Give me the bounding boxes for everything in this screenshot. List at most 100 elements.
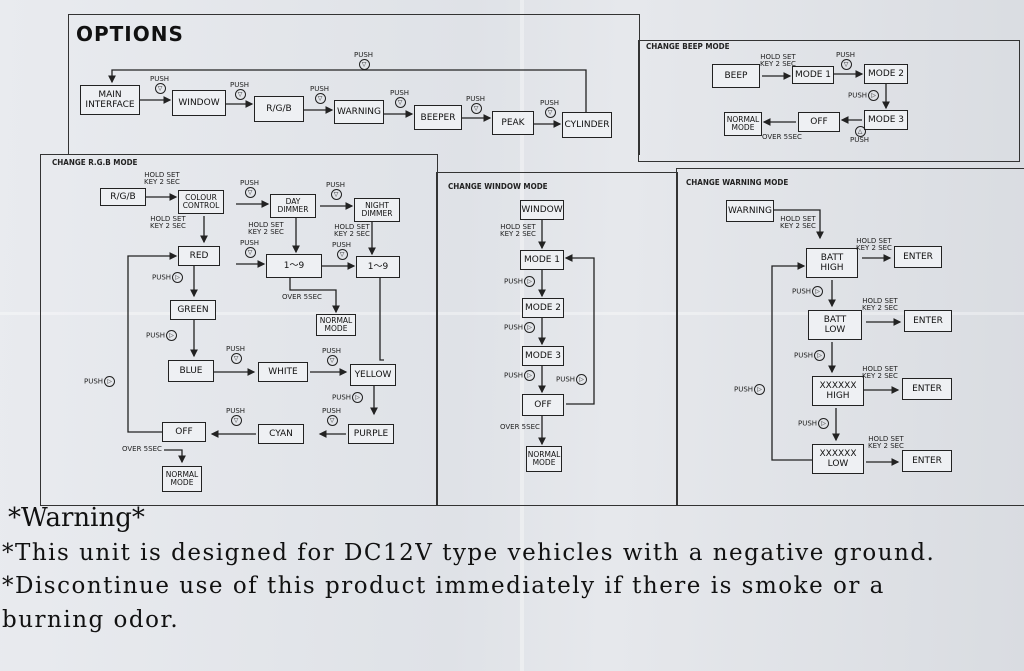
yellow-box: YELLOW <box>350 364 396 386</box>
push-label: PUSH▽ <box>226 345 246 364</box>
push-down-icon: ▽ <box>358 59 370 70</box>
hold-set-label: HOLD SET KEY 2 SEC <box>248 221 284 236</box>
push-down-icon: ▽ <box>336 249 348 260</box>
over-label: OVER 5SEC <box>500 423 540 431</box>
range2-box: 1～9 <box>356 256 400 278</box>
hold-set-label: HOLD SET KEY 2 SEC <box>862 297 898 312</box>
push-right-icon: ▷ <box>814 350 826 361</box>
window-normal-box: NORMAL MODE <box>526 446 562 472</box>
push-label: PUSH▷ <box>848 90 880 101</box>
push-right-icon: ▷ <box>868 90 880 101</box>
push-right-icon: ▷ <box>754 384 766 395</box>
window-mode3-box: MODE 3 <box>522 346 564 366</box>
push-label: PUSH▷ <box>504 370 536 381</box>
push-label: PUSH▽ <box>332 241 352 260</box>
day-dimmer-box: DAY DIMMER <box>270 194 316 218</box>
push-down-icon: ▽ <box>840 59 852 70</box>
rgb-normal-box2: NORMAL MODE <box>162 466 202 492</box>
beeper-box: BEEPER <box>414 105 462 130</box>
rgb-section-title: CHANGE R.G.B MODE <box>52 158 138 167</box>
push-label: PUSH▷ <box>794 350 826 361</box>
push-label: PUSH▷ <box>792 286 824 297</box>
push-label: PUSH▷ <box>504 322 536 333</box>
beep-mode2-box: MODE 2 <box>864 64 908 84</box>
push-right-icon: ▷ <box>524 322 536 333</box>
rgb-box: R/G/B <box>254 96 304 122</box>
batt-low-box: BATT LOW <box>808 310 862 340</box>
range1-box: 1～9 <box>266 254 322 278</box>
blue-box: BLUE <box>168 360 214 382</box>
push-label: PUSH▽ <box>326 181 346 200</box>
xxxxxx-low-box: XXXXXX LOW <box>812 444 864 474</box>
push-down-icon: ▽ <box>330 189 342 200</box>
window-box: WINDOW <box>172 90 226 116</box>
push-label: PUSH▽ <box>390 89 410 108</box>
push-label: PUSH▷ <box>734 384 766 395</box>
push-label: PUSH▽ <box>240 239 260 258</box>
rgb-start-box: R/G/B <box>100 188 146 206</box>
push-right-icon: ▷ <box>818 418 830 429</box>
push-down-icon: ▽ <box>230 353 242 364</box>
warning-section-title: CHANGE WARNING MODE <box>686 178 789 187</box>
push-down-icon: ▽ <box>326 355 338 366</box>
push-down-icon: ▽ <box>470 103 482 114</box>
batt-high-box: BATT HIGH <box>806 248 858 278</box>
warning-start-box: WARNING <box>726 200 774 222</box>
over-label: OVER 5SEC <box>282 293 322 301</box>
push-label: PUSH▽ <box>354 51 374 70</box>
push-label: PUSH▽ <box>310 85 330 104</box>
hold-set-label: HOLD SET KEY 2 SEC <box>856 237 892 252</box>
push-label: PUSH▷ <box>152 272 184 283</box>
beep-mode3-box: MODE 3 <box>864 110 908 130</box>
push-label: PUSH▷ <box>332 392 364 403</box>
cyan-box: CYAN <box>258 424 304 444</box>
push-label: PUSH▷ <box>146 330 178 341</box>
options-panel <box>68 14 640 155</box>
push-right-icon: ▷ <box>524 370 536 381</box>
window-panel <box>436 172 678 506</box>
rgb-normal-box1: NORMAL MODE <box>316 314 356 336</box>
push-right-icon: ▷ <box>172 272 184 283</box>
push-down-icon: ▽ <box>394 97 406 108</box>
push-label: PUSH▽ <box>226 407 246 426</box>
push-label: PUSH▷ <box>84 376 116 387</box>
hold-set-label: HOLD SET KEY 2 SEC <box>760 53 796 68</box>
window-mode2-box: MODE 2 <box>522 298 564 318</box>
peak-box: PEAK <box>492 111 534 135</box>
push-down-icon: ▽ <box>154 83 166 94</box>
window-mode1-box: MODE 1 <box>520 250 564 270</box>
push-label: PUSH▷ <box>798 418 830 429</box>
hold-set-label: HOLD SET KEY 2 SEC <box>868 435 904 450</box>
main-interface-box: MAIN INTERFACE <box>80 85 140 115</box>
night-dimmer-box: NIGHT DIMMER <box>354 198 400 222</box>
hold-set-label: HOLD SET KEY 2 SEC <box>780 215 816 230</box>
beep-panel <box>638 40 1020 162</box>
push-right-icon: ▷ <box>104 376 116 387</box>
arrow <box>108 69 587 112</box>
warning-box: WARNING <box>334 100 384 124</box>
red-box: RED <box>178 246 220 266</box>
paper-fold <box>0 312 1024 315</box>
window-section-title: CHANGE WINDOW MODE <box>448 182 548 191</box>
enter-box-2: ENTER <box>904 310 952 332</box>
window-start-box: WINDOW <box>520 200 564 220</box>
white-box: WHITE <box>258 362 308 382</box>
push-label: △PUSH <box>850 126 870 144</box>
enter-box-1: ENTER <box>894 246 942 268</box>
push-right-icon: ▷ <box>166 330 178 341</box>
push-label: PUSH▽ <box>466 95 486 114</box>
hold-set-label: HOLD SET KEY 2 SEC <box>144 171 180 186</box>
cylinder-box: CYLINDER <box>562 112 612 138</box>
push-label: PUSH▽ <box>322 407 342 426</box>
push-down-icon: ▽ <box>544 107 556 118</box>
push-label: PUSH▽ <box>240 179 260 198</box>
push-down-icon: ▽ <box>230 415 242 426</box>
push-down-icon: ▽ <box>314 93 326 104</box>
push-label: PUSH▽ <box>540 99 560 118</box>
beep-mode1-box: MODE 1 <box>792 66 834 84</box>
push-down-icon: ▽ <box>244 187 256 198</box>
enter-box-3: ENTER <box>902 378 952 400</box>
warning-line-3: burning odor. <box>2 607 180 633</box>
over-label: OVER 5SEC <box>762 133 802 141</box>
warning-line-1: *This unit is designed for DC12V type ve… <box>2 540 936 566</box>
